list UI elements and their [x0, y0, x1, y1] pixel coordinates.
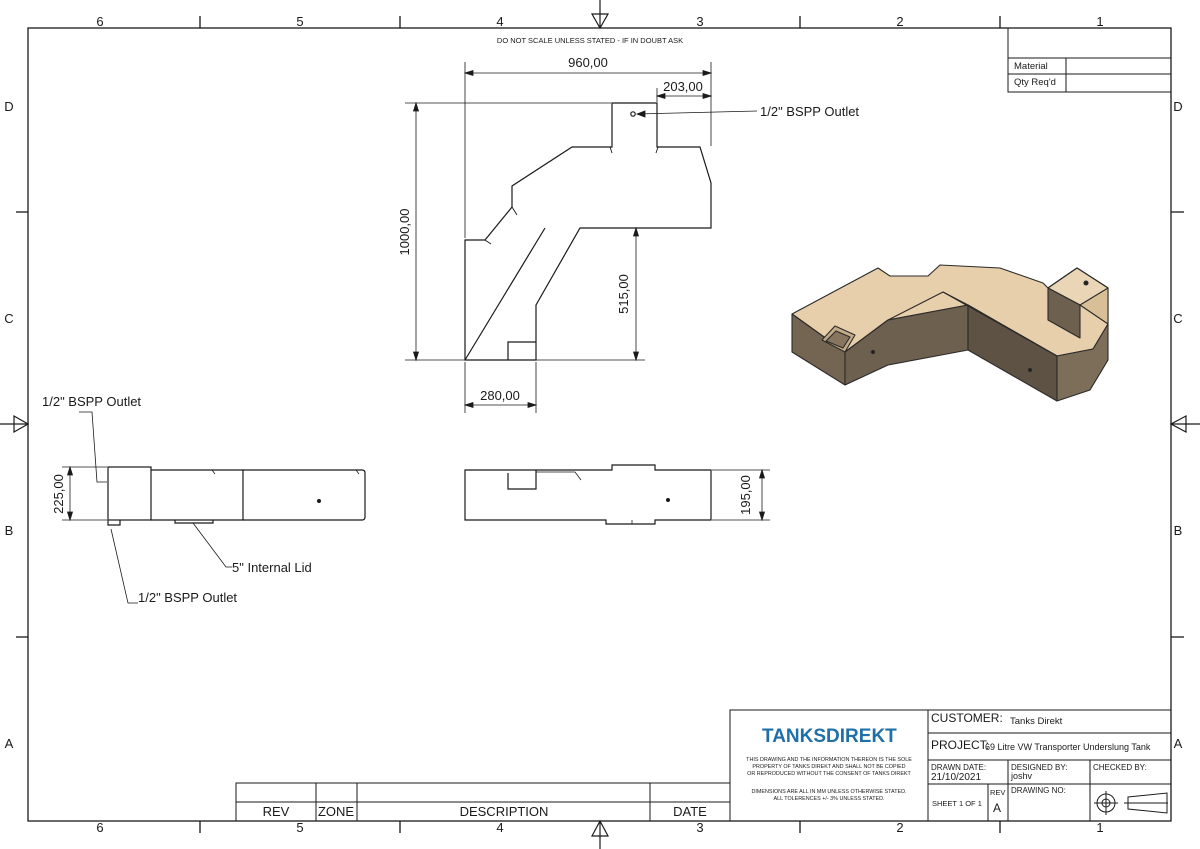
rev-header: REV [263, 804, 290, 819]
dim-outlet-203: 203,00 [663, 79, 703, 94]
disclaimer-line: THIS DRAWING AND THE INFORMATION THEREON… [746, 757, 912, 763]
disclaimer-line: OR REPRODUCED WITHOUT THE CONSENT OF TAN… [747, 771, 911, 777]
customer-value: Tanks Direkt [1010, 716, 1063, 727]
rear-dimensions [712, 468, 770, 522]
zone-header: ZONE [318, 804, 354, 819]
drawn-date-value: 21/10/2021 [931, 772, 981, 783]
col-label-bottom: 5 [296, 820, 303, 835]
checked-by-label: CHECKED BY: [1093, 763, 1147, 772]
drawn-date-label: DRAWN DATE: [931, 763, 986, 772]
col-label-top: 3 [696, 14, 703, 29]
col-label-top: 6 [96, 14, 103, 29]
rear-view [464, 464, 712, 525]
col-label-bottom: 3 [696, 820, 703, 835]
company-logo: TANKSDIREKT [762, 726, 897, 747]
designed-by-label: DESIGNED BY: [1011, 763, 1067, 772]
row-label-right: A [1174, 736, 1183, 751]
lid-callout: 5" Internal Lid [232, 560, 312, 575]
row-label-left: A [5, 736, 14, 751]
row-label-right: C [1173, 311, 1182, 326]
project-label: PROJECT: [931, 738, 989, 752]
material-table: Material Qty Req'd [1007, 27, 1172, 93]
side-top-outlet-callout: 1/2" BSPP Outlet [42, 394, 141, 409]
dim-rear-height-195: 195,00 [738, 475, 753, 515]
outlet-callout: 1/2" BSPP Outlet [760, 104, 859, 119]
tolerance-line: ALL TOLERENCES +/- 3% UNLESS STATED. [774, 796, 885, 802]
front-view [464, 102, 712, 361]
sheet-number: SHEET 1 OF 1 [932, 799, 982, 808]
col-label-top: 1 [1096, 14, 1103, 29]
rev-label: REV [990, 788, 1005, 797]
dim-height-1000: 1000,00 [397, 209, 412, 256]
disclaimer-text: THIS DRAWING AND THE INFORMATION THEREON… [746, 757, 912, 802]
isometric-view [791, 264, 1109, 402]
scale-notice: DO NOT SCALE UNLESS STATED - IF IN DOUBT… [497, 36, 683, 45]
row-label-left: D [4, 99, 13, 114]
disclaimer-line: PROPERTY OF TANKS DIREKT AND SHALL NOT B… [752, 764, 905, 770]
dim-side-height-225: 225,00 [51, 474, 66, 514]
tolerance-line: DIMENSIONS ARE ALL IN MM UNLESS OTHERWIS… [752, 789, 907, 795]
title-block [729, 709, 1172, 822]
col-label-top: 5 [296, 14, 303, 29]
description-header: DESCRIPTION [460, 804, 549, 819]
col-label-bottom: 4 [496, 820, 503, 835]
row-label-left: B [5, 523, 14, 538]
col-label-top: 4 [496, 14, 503, 29]
material-label: Material [1014, 61, 1048, 72]
designed-by-value: joshv [1010, 771, 1033, 781]
row-label-right: B [1174, 523, 1183, 538]
col-label-bottom: 6 [96, 820, 103, 835]
side-bottom-outlet-callout: 1/2" BSPP Outlet [138, 590, 237, 605]
col-label-top: 2 [896, 14, 903, 29]
col-label-bottom: 2 [896, 820, 903, 835]
front-dimensions [405, 62, 758, 413]
side-dimensions [62, 411, 232, 604]
date-header: DATE [673, 804, 707, 819]
drawing-no-label: DRAWING NO: [1011, 786, 1066, 795]
column-ticks [16, 16, 1184, 833]
row-label-left: C [4, 311, 13, 326]
rev-value: A [993, 801, 1001, 815]
logo-text-tanks: TANKSDIREKT [762, 726, 897, 747]
customer-label: CUSTOMER: [931, 711, 1003, 725]
project-value: 69 Litre VW Transporter Underslung Tank [985, 742, 1151, 752]
side-view [107, 466, 366, 526]
dim-width-960: 960,00 [568, 55, 608, 70]
dim-height-515: 515,00 [616, 274, 631, 314]
row-label-right: D [1173, 99, 1182, 114]
qty-label: Qty Req'd [1014, 77, 1056, 88]
third-angle-projection-icon [1094, 791, 1168, 815]
col-label-bottom: 1 [1096, 820, 1103, 835]
dim-width-280: 280,00 [480, 388, 520, 403]
